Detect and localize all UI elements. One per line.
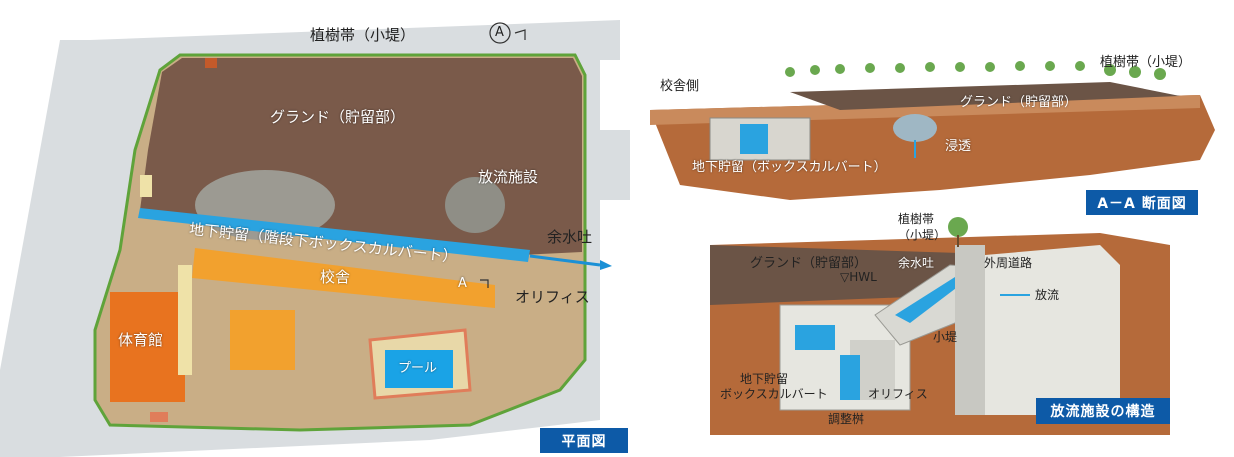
- structure-levee-label: 小堤: [933, 330, 958, 344]
- section-trees: [785, 61, 1166, 80]
- structure-drawing: [710, 217, 1170, 435]
- structure-caption: 放流施設の構造: [1036, 398, 1170, 424]
- plan-section-mark-a2: A: [458, 276, 467, 291]
- section-infiltration-label: 浸透: [945, 139, 972, 154]
- section-underground-label: 地下貯留（ボックスカルバート）: [692, 160, 887, 175]
- section-drawing: [650, 61, 1215, 200]
- section-caption: A－A 断面図: [1086, 190, 1198, 215]
- structure-ground-label: グランド（貯留部）: [750, 256, 868, 271]
- structure-tank-label: 調整桝: [828, 412, 865, 426]
- walkway: [178, 265, 192, 375]
- structure-orifice-label: オリフィス: [868, 387, 928, 401]
- structure-underground-label: 地下貯留: [740, 372, 789, 386]
- structure-road: [985, 245, 1120, 415]
- structure-discharge-label: 放流: [1035, 288, 1060, 302]
- plan-ground-label: グランド（貯留部）: [270, 108, 406, 126]
- structure-levee: [955, 245, 985, 415]
- section-marker-circle: [489, 22, 511, 44]
- structure-box-culvert-label: ボックスカルバート: [720, 387, 828, 401]
- plan-caption: 平面図: [540, 428, 628, 453]
- structure-road-label: 外周道路: [984, 256, 1033, 270]
- gym-shape: [110, 292, 185, 402]
- structure-hwl-label: ▽HWL: [840, 270, 877, 284]
- section-greenbelt-label: 植樹帯（小堤）: [1100, 55, 1192, 70]
- structure-view-panel: 植樹帯 （小堤） グランド（貯留部） 余水吐 ▽HWL 外周道路 放流 小堤 地…: [700, 205, 1234, 457]
- annex-shape: [230, 310, 295, 370]
- section-view-panel: 校舎側 植樹帯（小堤） グランド（貯留部） 浸透 地下貯留（ボックスカルバート）…: [640, 0, 1234, 230]
- culvert-line: [138, 208, 530, 262]
- plan-drawing: [0, 20, 630, 457]
- pool-water: [385, 350, 453, 388]
- structure-greenbelt-label: 植樹帯: [898, 212, 935, 226]
- plan-gym-label: 体育館: [118, 331, 164, 349]
- structure-tank: [840, 355, 860, 400]
- plan-orifice-label: オリフィス: [515, 288, 590, 306]
- section-ground-surface: [790, 82, 1180, 110]
- structure-greenbelt-label2: （小堤）: [898, 228, 947, 242]
- plan-view-panel: 植樹帯（小堤） A グランド（貯留部） 放流施設 地下貯留（階段下ボックスカルバ…: [0, 20, 630, 457]
- culvert-outflow: [529, 254, 601, 267]
- plan-greenbelt-label: 植樹帯（小堤）: [310, 26, 416, 44]
- plan-school-label: 校舎: [320, 268, 351, 286]
- structure-spillway-label: 余水吐: [898, 256, 935, 270]
- plan-section-mark-a: A: [495, 25, 504, 40]
- plan-spillway-label: 余水吐: [547, 228, 593, 246]
- school-building-shape: [192, 248, 495, 308]
- plan-discharge-label: 放流施設: [478, 168, 539, 186]
- section-school-side-label: 校舎側: [660, 79, 700, 94]
- section-ground-label: グランド（貯留部）: [960, 95, 1078, 110]
- gravel-mound-2: [445, 177, 505, 233]
- structure-tree: [948, 217, 968, 237]
- plan-pool-label: プール: [398, 361, 438, 376]
